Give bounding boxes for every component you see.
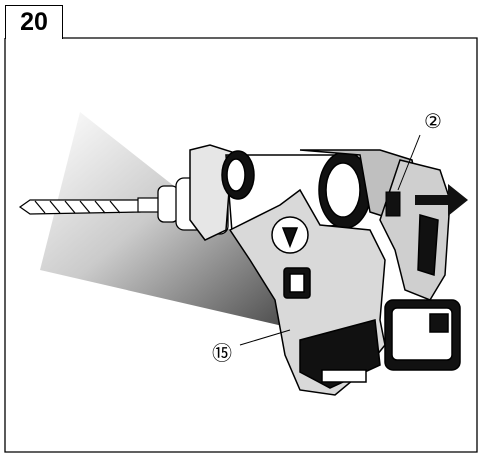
callout-2-label: ② (424, 109, 442, 133)
tool-body (228, 149, 421, 396)
callout-15-label: ⑮ (212, 341, 232, 365)
drill-bit (18, 197, 161, 215)
tool-barrel (189, 144, 372, 241)
figure-number: 20 (20, 8, 48, 36)
figure-number-tab: 20 (5, 5, 63, 39)
switch-2 (385, 191, 401, 217)
figure-frame (4, 37, 478, 453)
direction-arrow (415, 184, 468, 216)
callout-leaders (239, 134, 421, 346)
